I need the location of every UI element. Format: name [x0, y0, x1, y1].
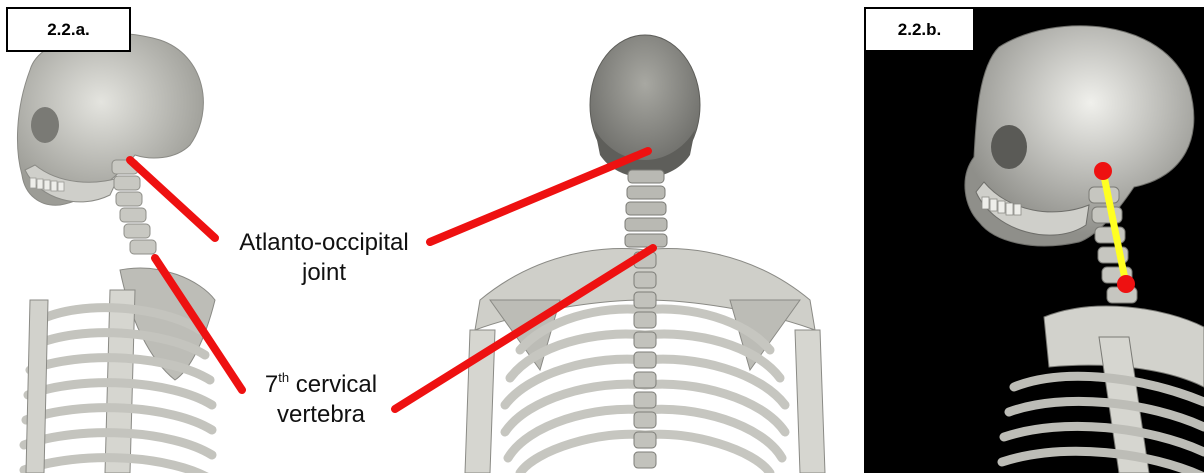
panel-b-ribs — [1002, 376, 1204, 473]
side-sternum — [26, 300, 48, 473]
back-spine — [634, 252, 656, 468]
atlanto-label-line2: joint — [214, 258, 434, 288]
back-humerus-right — [795, 330, 825, 473]
c7-label: 7th cervical vertebra — [236, 370, 406, 430]
c7-label-line2: vertebra — [236, 400, 406, 430]
measure-dot-atlanto — [1094, 162, 1112, 180]
atlanto-label-line1: Atlanto-occipital — [214, 228, 434, 258]
side-eye-socket — [31, 107, 59, 143]
panel-a-tag: 2.2.a. — [6, 7, 131, 52]
c7-ordinal: 7 — [265, 371, 278, 398]
c7-superscript: th — [278, 370, 289, 385]
pointer-atlanto-back — [430, 151, 648, 242]
back-neck-vertebrae — [625, 170, 667, 247]
c7-word: cervical — [296, 371, 377, 398]
c7-label-line1: 7th cervical — [236, 370, 406, 400]
panel-b — [864, 7, 1204, 473]
measure-dot-c7 — [1117, 275, 1135, 293]
panel-b-tag: 2.2.b. — [864, 7, 975, 52]
panel-b-illustration — [864, 7, 1204, 473]
panel-b-eye-socket — [991, 125, 1027, 169]
atlanto-occipital-label: Atlanto-occipital joint — [214, 228, 434, 288]
side-skeleton — [17, 33, 215, 473]
